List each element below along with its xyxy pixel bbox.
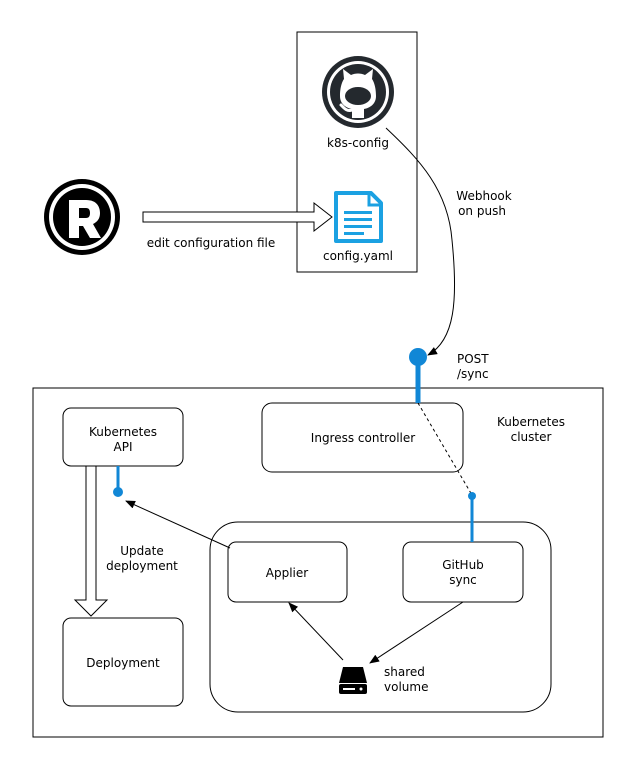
kubernetes-api-label-line2: API	[114, 440, 133, 454]
applier-label: Applier	[266, 566, 308, 580]
applier-box	[227, 541, 348, 603]
update-label-line2: deployment	[106, 559, 178, 573]
api-port	[113, 466, 123, 497]
webhook-label-line1: Webhook	[456, 189, 511, 203]
file-name: config.yaml	[323, 249, 393, 263]
user-logo-icon	[44, 179, 120, 255]
applier-to-api-arrow	[125, 500, 231, 549]
ingress-controller-label: Ingress controller	[311, 431, 415, 445]
disk-drive-icon	[339, 667, 367, 694]
ingress-controller-box	[261, 402, 464, 473]
github-sync-label-line2: sync	[449, 573, 477, 587]
cluster-boundary	[32, 387, 604, 738]
ingress-port	[409, 348, 427, 403]
webhook-arrow	[385, 127, 456, 356]
github-octocat-icon	[322, 56, 394, 128]
kubernetes-api-box	[62, 407, 184, 467]
volume-to-applier-arrow	[288, 602, 344, 661]
endpoint-label-line2: /sync	[457, 367, 489, 381]
shared-volume-label-line1: shared	[384, 665, 425, 679]
github-sync-label-line1: GitHub	[442, 558, 484, 572]
github-sync-box	[402, 541, 524, 603]
edit-arrow	[142, 201, 333, 233]
document-icon	[334, 191, 383, 243]
shared-volume-label-line2: volume	[384, 680, 428, 694]
update-label-line1: Update	[120, 544, 163, 558]
repo-name: k8s-config	[327, 136, 389, 150]
cluster-label-line2: cluster	[511, 430, 552, 444]
endpoint-label-line1: POST	[457, 352, 489, 366]
deployment-label: Deployment	[86, 656, 160, 670]
sync-to-volume-arrow	[369, 601, 464, 664]
edit-label: edit configuration file	[147, 236, 276, 250]
deployment-box	[62, 617, 184, 707]
cluster-label-line1: Kubernetes	[497, 415, 565, 429]
update-deployment-arrow	[73, 465, 109, 617]
github-sync-port	[468, 492, 476, 542]
kubernetes-api-label-line1: Kubernetes	[89, 425, 157, 439]
webhook-label-line2: on push	[458, 204, 506, 218]
